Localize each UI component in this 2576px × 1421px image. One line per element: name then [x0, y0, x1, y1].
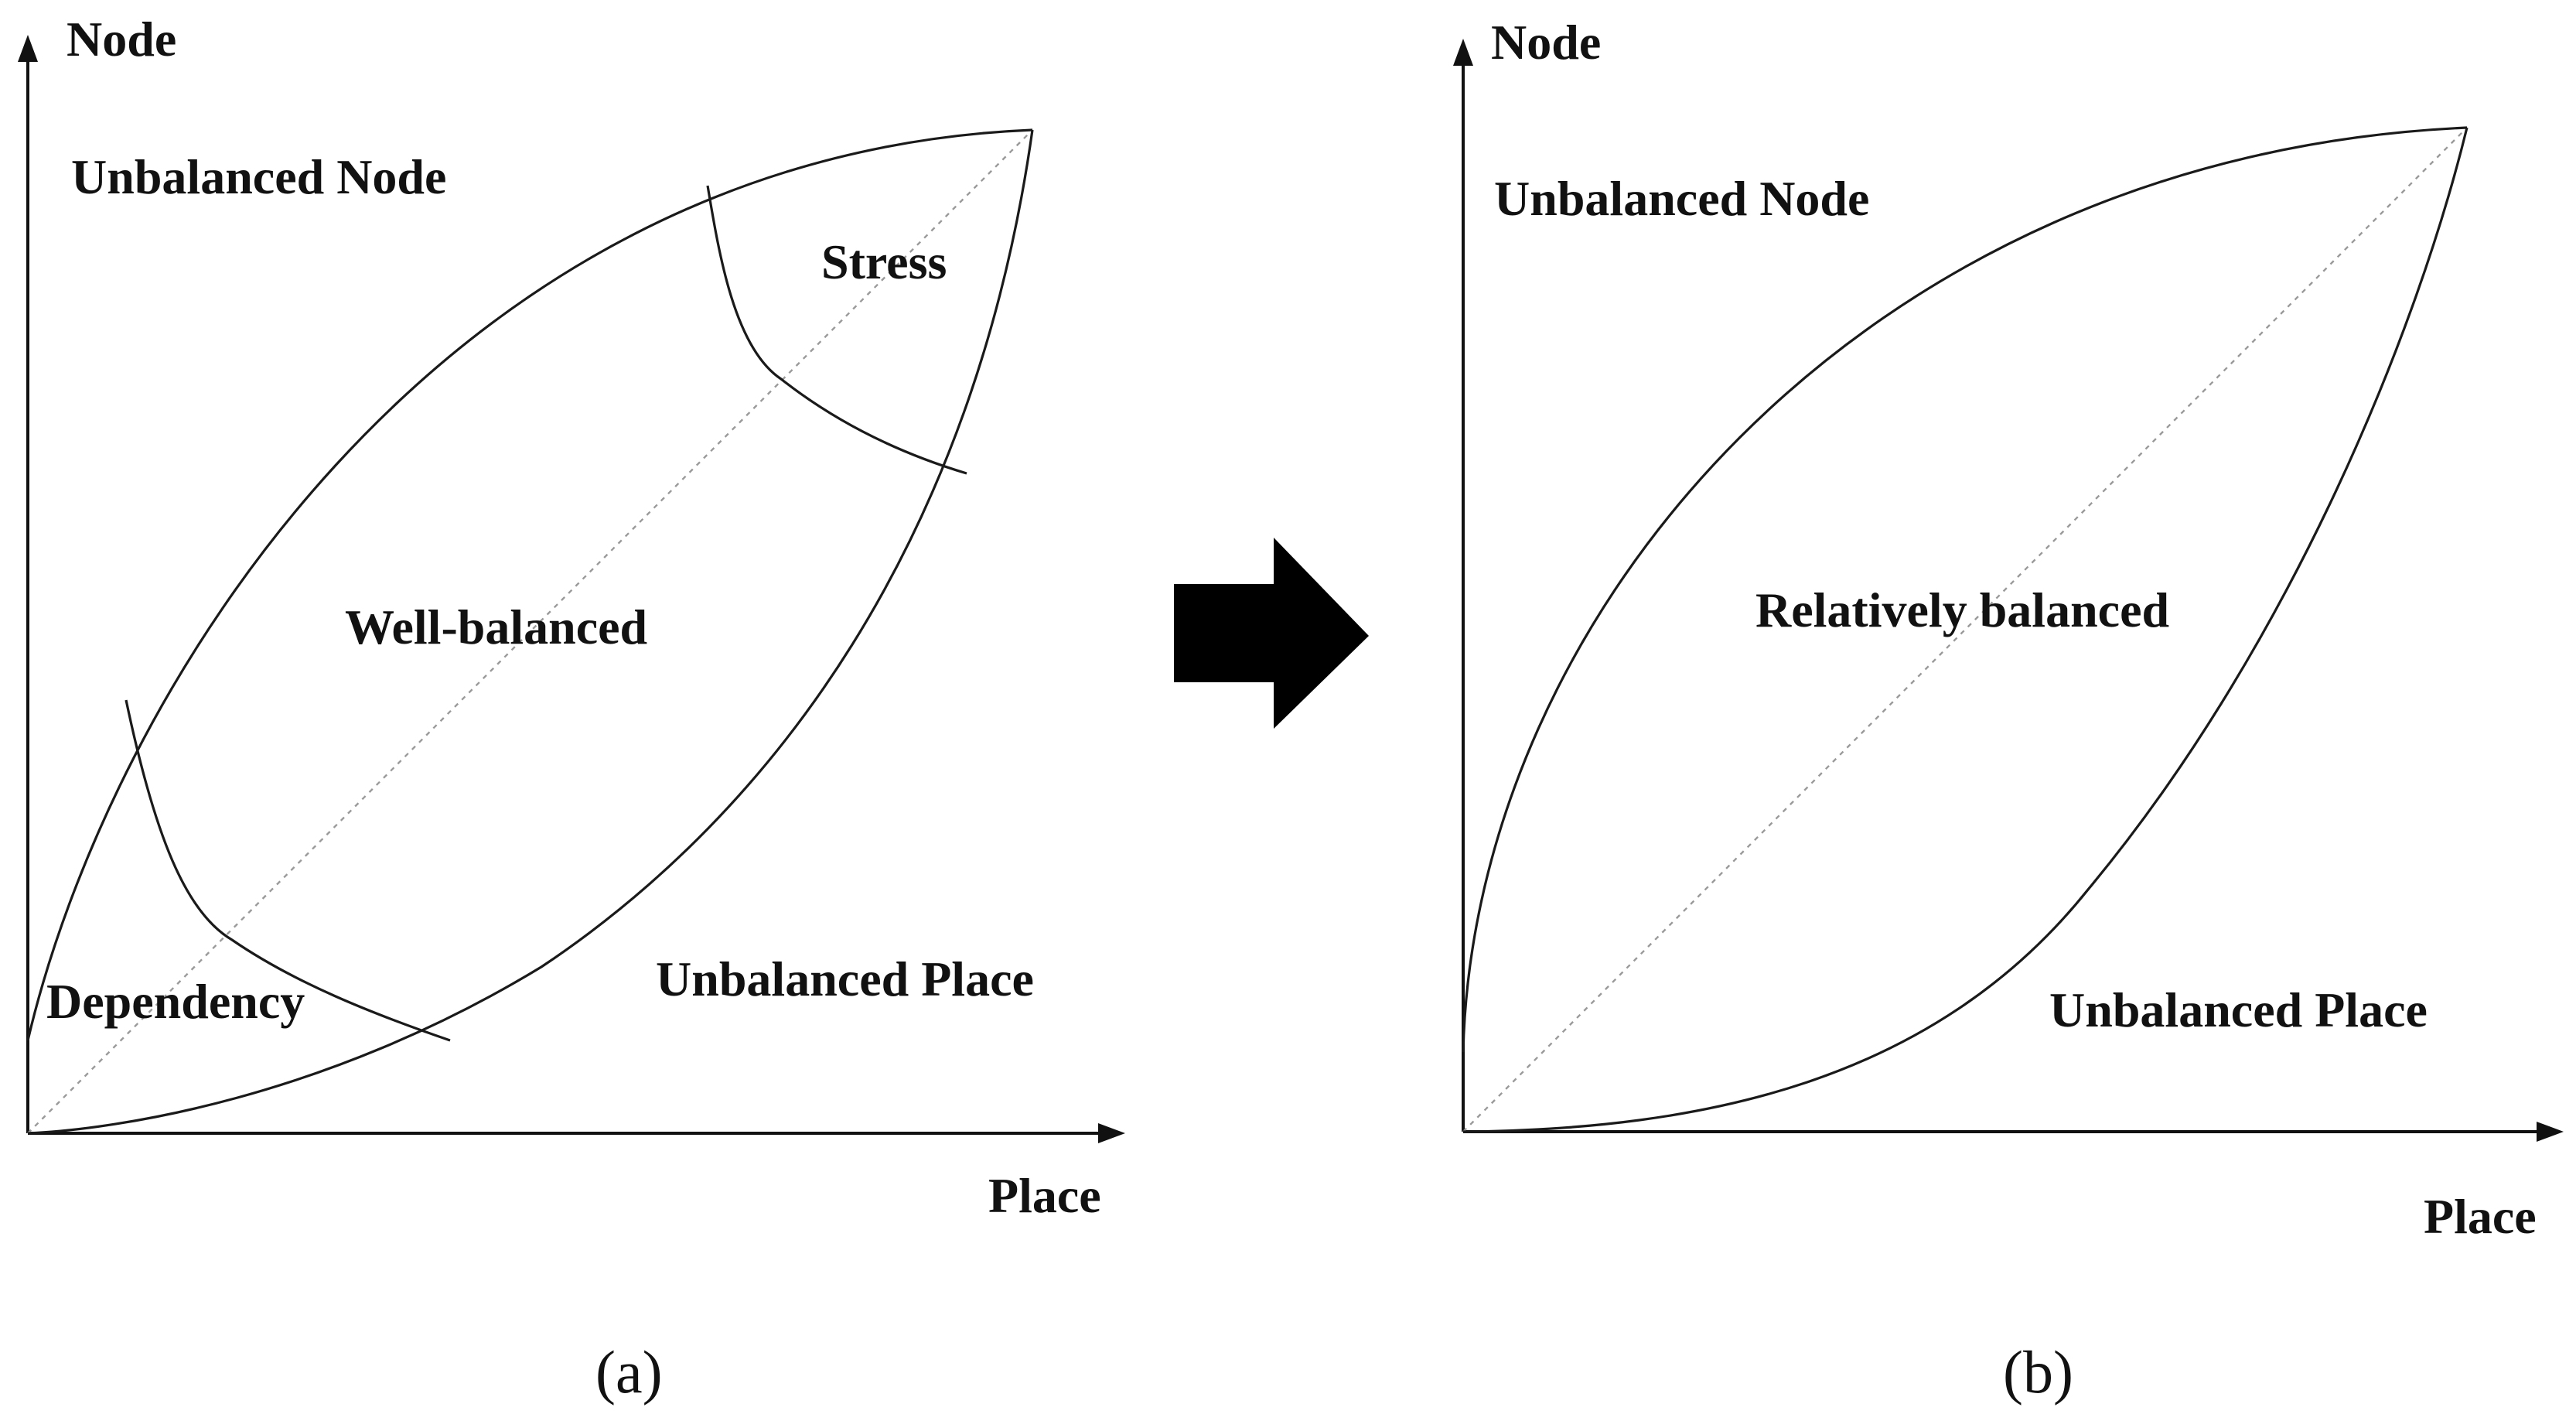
panel-a-upper-boundary-curve	[26, 128, 1033, 1041]
panel-a-well-balanced-label: Well-balanced	[345, 599, 647, 654]
panel-a-lower-boundary-curve	[27, 129, 1034, 1135]
panel-b-relatively-balanced-label: Relatively balanced	[1755, 582, 2169, 637]
panel-b-y-axis-arrowhead-icon	[1453, 39, 1473, 66]
panel-b-unbalanced-place-label: Unbalanced Place	[2049, 982, 2428, 1037]
panel-a-y-axis-label: Node	[67, 12, 176, 67]
panel-a-dependency-label: Dependency	[46, 974, 305, 1029]
right-arrow-icon	[1174, 538, 1369, 729]
panel-a-dependency-boundary-curve	[125, 699, 451, 1042]
panel-b-caption: (b)	[2003, 1338, 2073, 1406]
panel-b-x-axis-arrowhead-icon	[2537, 1122, 2564, 1142]
panel-a-unbalanced-node-label: Unbalanced Node	[71, 149, 446, 204]
panel-a-axes	[18, 35, 1125, 1143]
panel-b-y-axis-label: Node	[1491, 15, 1601, 70]
panel-b-x-axis-label: Place	[2424, 1189, 2537, 1244]
panel-b-upper-boundary-curve	[1462, 126, 2468, 1053]
panel-a-unbalanced-place-label: Unbalanced Place	[656, 951, 1034, 1006]
panel-a-stress-label: Stress	[821, 234, 947, 289]
panel-b-unbalanced-node-label: Unbalanced Node	[1494, 171, 1869, 226]
panel-a-x-axis-arrowhead-icon	[1098, 1123, 1125, 1143]
panel-a-y-axis-arrowhead-icon	[18, 35, 38, 62]
panel-a-stress-boundary-curve	[706, 185, 967, 475]
panel-a: Node Place Unbalanced Node Stress Well-b…	[18, 12, 1125, 1406]
panel-b-axes	[1453, 39, 2564, 1142]
panel-a-caption: (a)	[595, 1338, 663, 1406]
panel-b-lower-boundary-curve	[1462, 127, 2469, 1133]
panel-a-x-axis-label: Place	[988, 1168, 1101, 1223]
panel-b: Node Place Unbalanced Node Relatively ba…	[1453, 15, 2564, 1406]
